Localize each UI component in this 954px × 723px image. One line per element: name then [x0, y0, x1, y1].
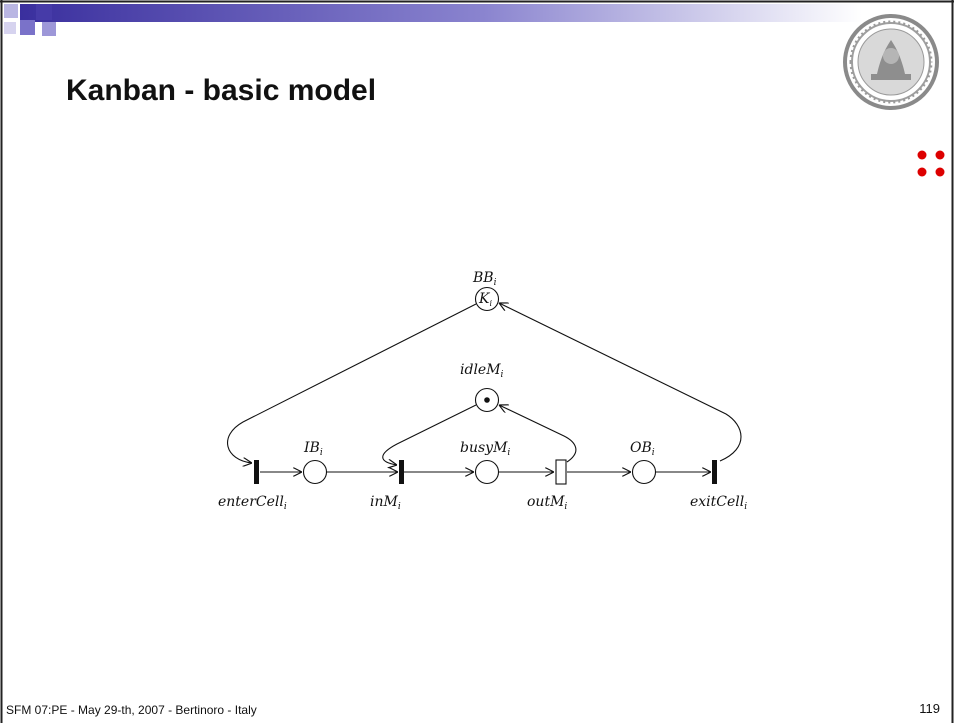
arc-idleM-inM [382, 404, 477, 465]
red-dots-icon [917, 150, 945, 177]
label-inM: inMi [370, 494, 401, 512]
label-OB: OBi [630, 440, 655, 458]
transition-enterCell [254, 460, 259, 484]
label-idleM: idleMi [460, 362, 504, 380]
header-gradient-bar [20, 4, 862, 22]
arc-outM-idleM [499, 405, 577, 463]
label-BB: BBi [472, 270, 497, 288]
place-BB [474, 286, 500, 312]
page-number: 119 [919, 701, 940, 716]
transition-exitCell [712, 460, 717, 484]
header-square [36, 4, 52, 20]
university-seal-icon [843, 14, 939, 110]
header-square [4, 22, 16, 34]
token-idleM [484, 397, 490, 403]
header-square [20, 20, 35, 35]
transition-inM [399, 460, 404, 484]
transition-outM [555, 459, 567, 485]
header-square [4, 4, 18, 18]
slide-title: Kanban - basic model [66, 74, 377, 107]
label-enterCell: enterCelli [218, 494, 287, 512]
label-busyM: busyMi [460, 440, 510, 458]
place-busyM [474, 459, 500, 485]
header-square [42, 22, 56, 36]
label-outM: outMi [527, 494, 567, 512]
place-idleM [474, 387, 500, 413]
arc-BB-enterCell [227, 303, 477, 463]
arc-exitCell-BB [499, 303, 742, 462]
slide-footer: SFM 07:PE - May 29-th, 2007 - Bertinoro … [6, 703, 257, 717]
label-exitCell: exitCelli [690, 494, 747, 512]
place-OB [631, 459, 657, 485]
label-BB-tokens: Ki [478, 291, 492, 308]
label-IB: IBi [303, 440, 323, 458]
place-IB [302, 459, 328, 485]
